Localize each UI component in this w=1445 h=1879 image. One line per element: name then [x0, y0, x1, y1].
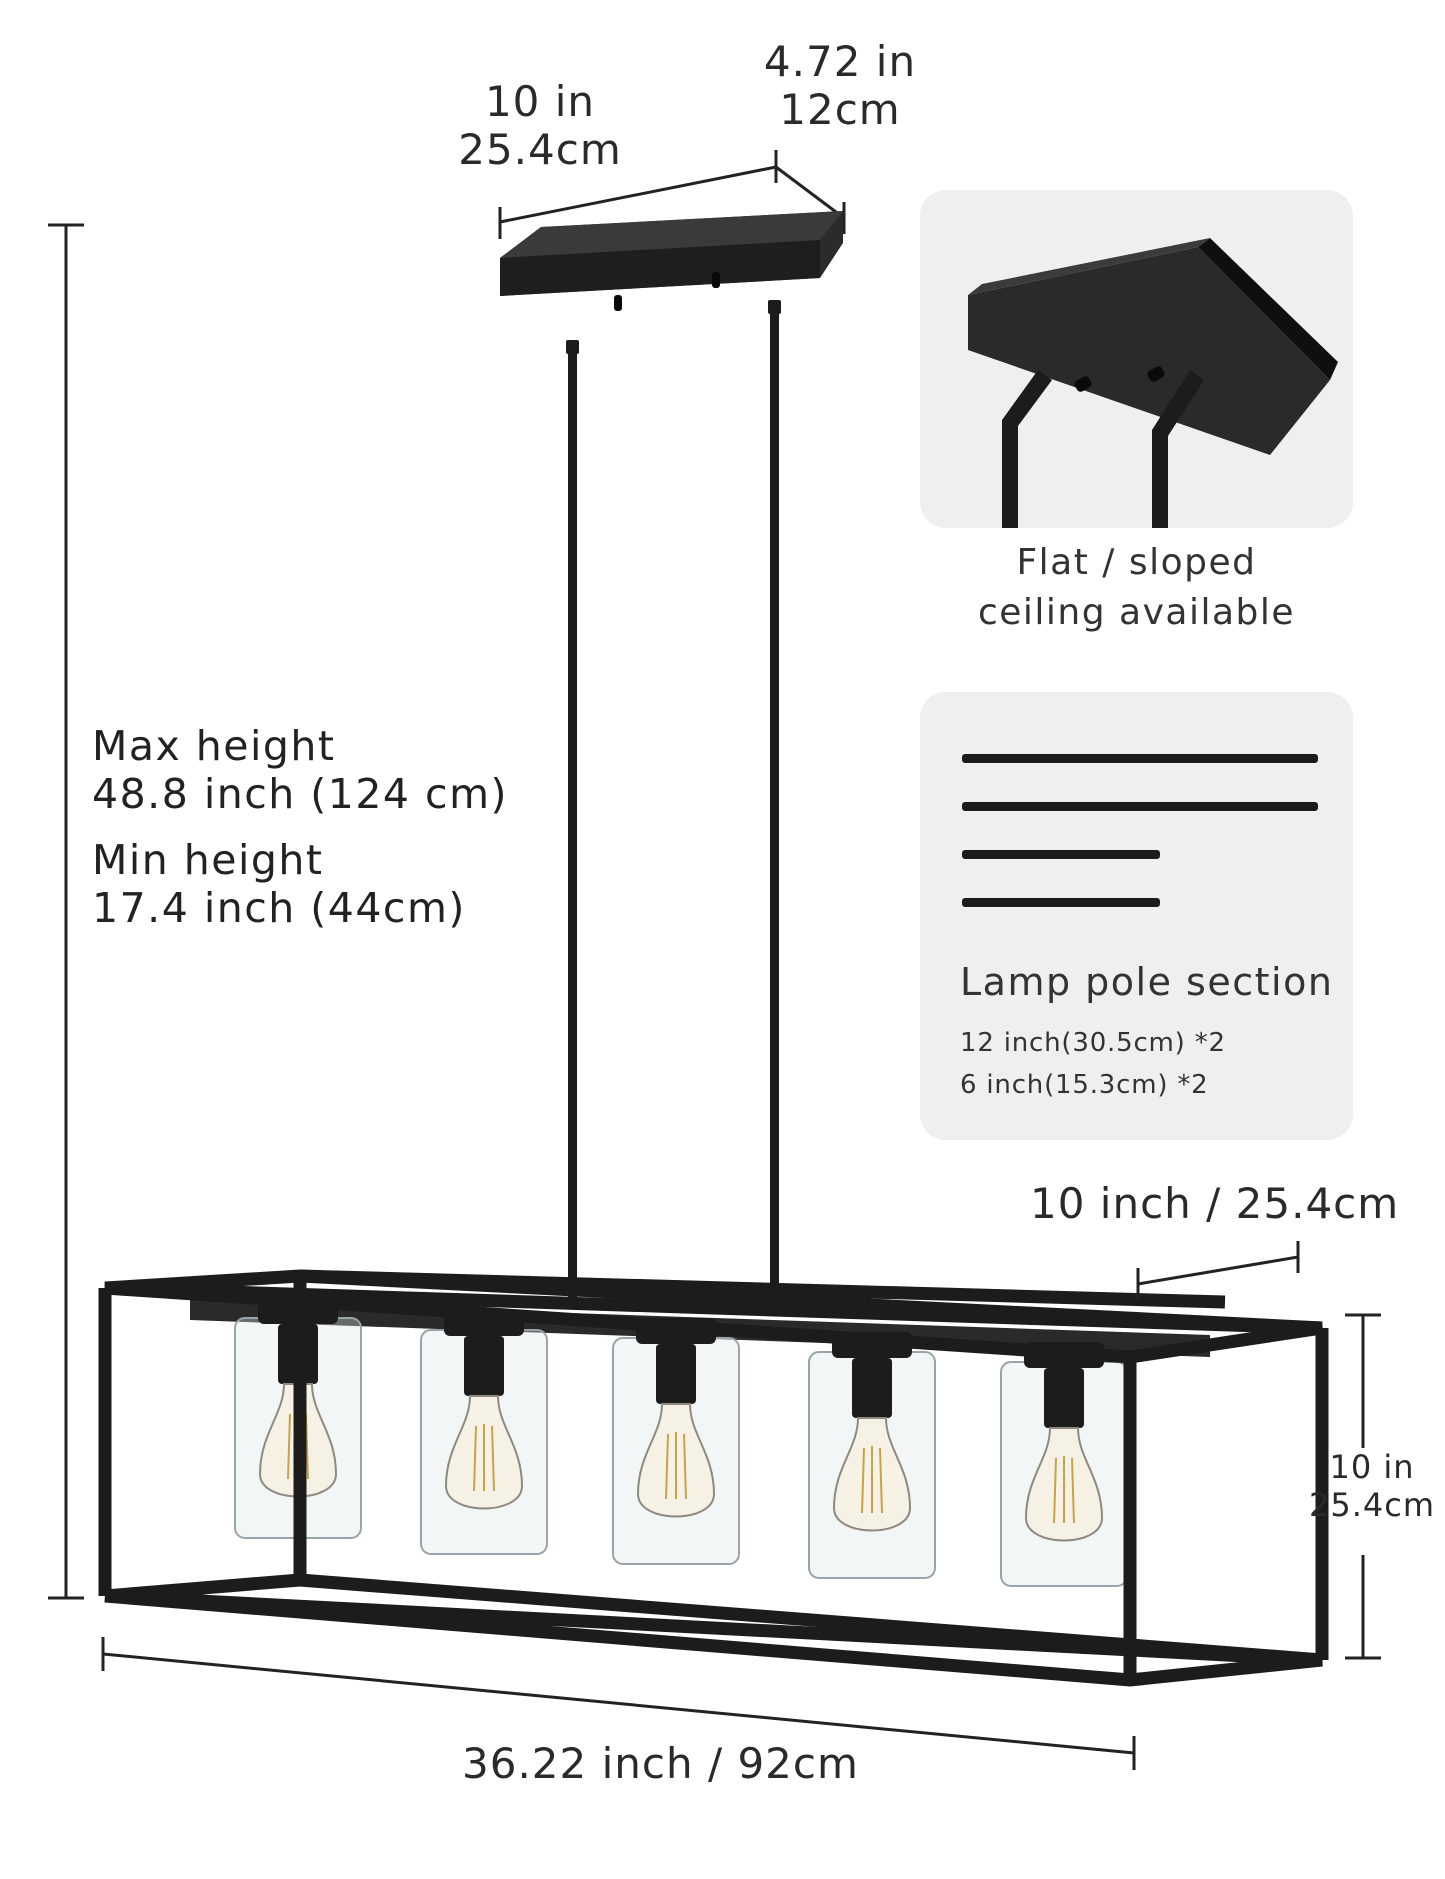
frame-depth-dimension-line	[1136, 1241, 1300, 1300]
frame-length-label: 36.22 inch / 92cm	[462, 1739, 859, 1788]
pole-section-panel: Lamp pole section 12 inch(30.5cm) *2 6 i…	[920, 692, 1353, 1140]
pole-rods-icon	[962, 754, 1318, 859]
socket	[852, 1358, 892, 1418]
frame-front	[104, 1269, 1323, 1687]
pendant-lamp	[612, 1318, 740, 1565]
pole-section-item-2: 6 inch(15.3cm) *2	[960, 1070, 1209, 1100]
suspension-rods	[566, 300, 781, 1310]
socket	[1044, 1368, 1084, 1428]
frame-height-metric: 25.4cm	[1308, 1486, 1435, 1524]
pendant-lamp	[1000, 1342, 1128, 1587]
pole-section-title: Lamp pole section	[960, 960, 1334, 1004]
pendant-lamp	[420, 1310, 548, 1555]
frame-height-label: 10 in 25.4cm	[1302, 1448, 1442, 1524]
ceiling-mount-panel	[920, 190, 1353, 528]
frame-length-dimension-line	[101, 1637, 1136, 1770]
overall-height-dimension-line	[48, 223, 84, 1600]
socket	[464, 1336, 504, 1396]
pole-rod-short-icon	[962, 898, 1160, 907]
bulb-filament	[473, 1424, 495, 1492]
min-height-label: Min height	[92, 836, 324, 884]
frame-height-imperial: 10 in	[1329, 1448, 1415, 1486]
canopy	[500, 211, 843, 311]
max-height-value: 48.8 inch (124 cm)	[92, 770, 509, 818]
frame-height-dimension-line	[1345, 1313, 1381, 1660]
canopy-width-metric: 12cm	[779, 85, 901, 134]
canopy-length-metric: 25.4cm	[458, 125, 622, 174]
pendant-lamp	[808, 1332, 936, 1579]
bulb-filament	[665, 1432, 687, 1500]
pole-section-item-1: 12 inch(30.5cm) *2	[960, 1028, 1226, 1058]
bulb-filament	[861, 1446, 883, 1514]
max-height-label: Max height	[92, 722, 336, 770]
canopy-length-imperial: 10 in	[484, 77, 596, 126]
socket	[656, 1344, 696, 1404]
height-specs: Max height 48.8 inch (124 cm) Min height…	[92, 722, 508, 932]
ceiling-note-line2: ceiling available	[977, 592, 1296, 633]
bulb-filament	[1053, 1456, 1075, 1524]
canopy-width-imperial: 4.72 in	[763, 37, 917, 86]
frame-depth-label: 10 inch / 25.4cm	[1030, 1179, 1400, 1228]
ceiling-note-line1: Flat / sloped	[1016, 542, 1257, 583]
min-height-value: 17.4 inch (44cm)	[92, 884, 466, 932]
sloped-canopy-icon	[968, 238, 1338, 528]
canopy-length-dimension-line	[498, 150, 778, 239]
canopy-width-dimension-line	[775, 165, 846, 234]
canopy-width-label: 4.72 in 12cm	[740, 38, 940, 134]
canopy-length-label: 10 in 25.4cm	[440, 78, 640, 174]
ceiling-note: Flat / sloped ceiling available	[920, 538, 1353, 638]
